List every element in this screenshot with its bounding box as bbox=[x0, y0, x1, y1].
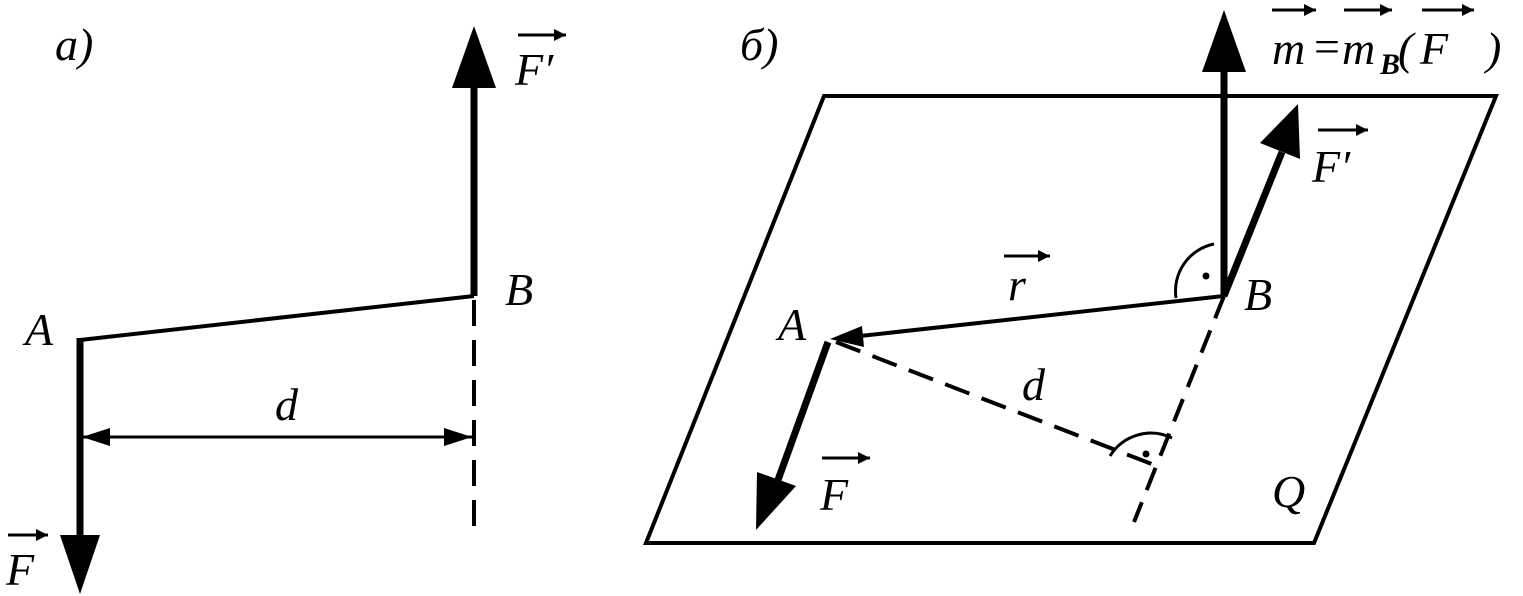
force-f-arrowhead-a bbox=[60, 535, 100, 594]
right-angle-dot-foot bbox=[1142, 450, 1150, 458]
point-b-label-a: B bbox=[505, 264, 533, 315]
moment-force-symbol: F bbox=[1419, 23, 1449, 74]
moment-formula: m = m B ( F ) bbox=[1272, 4, 1501, 81]
plane-q-label: Q bbox=[1272, 466, 1305, 517]
point-a-label-b: A bbox=[775, 299, 807, 350]
force-fprime-line-b bbox=[1220, 150, 1286, 298]
moment-m-symbol: m bbox=[1272, 23, 1305, 74]
panel-b-label: б) bbox=[740, 19, 778, 70]
panel-a: а) A B d F F′ bbox=[5, 19, 566, 595]
force-f-label-a: F bbox=[5, 544, 35, 595]
line-of-action-b bbox=[1132, 295, 1226, 523]
moment-open-paren: ( bbox=[1398, 23, 1416, 74]
right-angle-arc-b bbox=[1174, 242, 1215, 299]
plane-q bbox=[643, 94, 1499, 545]
point-b-label-b: B bbox=[1244, 269, 1272, 320]
panel-b: б) A B d Q r F F′ m = m B ( F ) bbox=[643, 4, 1501, 545]
force-f-arrowhead-b bbox=[756, 472, 796, 530]
dimension-d-right-arrow bbox=[444, 428, 472, 446]
force-f-line-b bbox=[774, 340, 832, 482]
right-angle-arc-foot bbox=[1108, 431, 1173, 457]
radius-vector-label: r bbox=[1008, 259, 1027, 310]
force-fprime-label-a: F′ bbox=[514, 44, 554, 95]
moment-mb-symbol: m bbox=[1342, 23, 1375, 74]
distance-d-label-a: d bbox=[275, 379, 299, 430]
force-fprime-arrowhead-a bbox=[452, 26, 496, 88]
panel-a-label: а) bbox=[55, 19, 93, 70]
lever-ab-a bbox=[79, 294, 475, 342]
dimension-d-left-arrow bbox=[82, 428, 110, 446]
distance-d-line-b bbox=[835, 340, 1163, 470]
moment-close-paren: ) bbox=[1483, 23, 1501, 74]
point-a-label-a: A bbox=[22, 304, 54, 355]
force-f-label-b: F bbox=[819, 469, 849, 520]
force-fprime-label-b: F′ bbox=[1311, 141, 1351, 192]
moment-vector-arrowhead bbox=[1202, 10, 1246, 72]
radius-vector-arrowhead bbox=[830, 326, 864, 347]
right-angle-dot-b bbox=[1202, 272, 1210, 280]
moment-equals: = bbox=[1314, 21, 1340, 72]
moment-subscript: B bbox=[1379, 48, 1400, 81]
radius-vector-line bbox=[859, 294, 1225, 338]
force-fprime-arrowhead-b bbox=[1260, 104, 1300, 159]
distance-d-label-b: d bbox=[1022, 359, 1046, 410]
